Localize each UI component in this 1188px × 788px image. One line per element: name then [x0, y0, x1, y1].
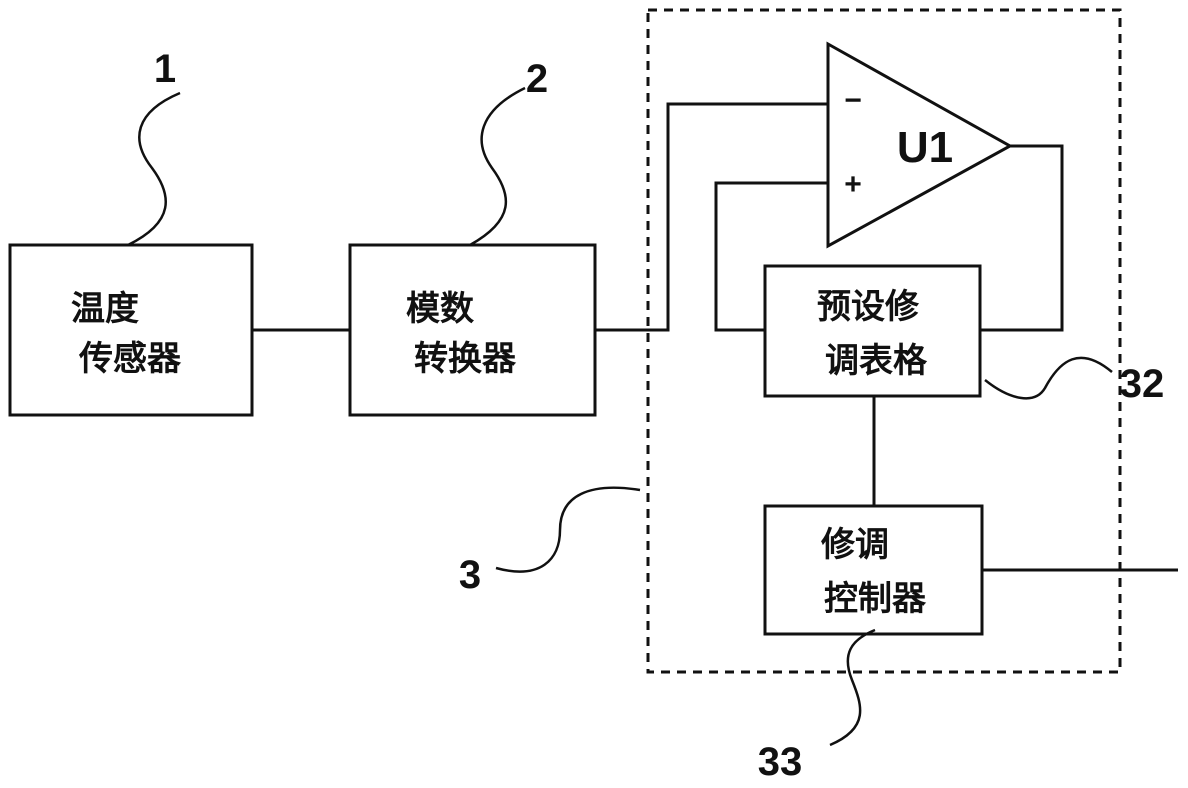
temperature-sensor-label-line1: 温度: [71, 289, 139, 329]
controller-label-line2: 控制器: [824, 579, 927, 619]
leader-line-33: [829, 628, 876, 747]
leader-line-32: [984, 356, 1113, 400]
table-label-line1: 预设修: [817, 287, 920, 327]
opamp-minus-sign: −: [844, 84, 862, 117]
temperature-sensor-block: 温度 传感器: [8, 243, 254, 417]
leader-line-1: [127, 91, 181, 247]
adc-label-line1: 模数: [406, 289, 474, 329]
leader-line-2: [469, 86, 526, 247]
ref-numeral-32: 32: [1120, 362, 1165, 406]
ref-numeral-3: 3: [459, 553, 481, 597]
leader-line-3: [495, 486, 641, 573]
trim-controller-block: 修调 控制器: [763, 504, 984, 636]
module-boundary: [646, 8, 1122, 674]
opamp-plus-sign: +: [844, 168, 862, 201]
wire-adc-to-opamp-minus: [595, 102, 828, 332]
wire-opamp-output-to-table: [980, 144, 1064, 332]
table-label-line2: 调表格: [825, 341, 928, 381]
controller-label-line1: 修调: [820, 525, 889, 565]
adc-label-line2: 转换器: [414, 339, 517, 379]
adc-block: 模数 转换器: [348, 243, 597, 417]
wire-table-to-opamp-plus: [714, 181, 828, 332]
preset-trim-table-block: 预设修 调表格: [763, 264, 982, 398]
opamp-u1: − + U1: [826, 41, 1014, 249]
temperature-sensor-label-line2: 传感器: [78, 339, 182, 379]
ref-numeral-33: 33: [758, 740, 803, 784]
ref-numeral-2: 2: [526, 57, 548, 101]
opamp-label: U1: [897, 123, 953, 172]
ref-numeral-1: 1: [154, 47, 176, 91]
